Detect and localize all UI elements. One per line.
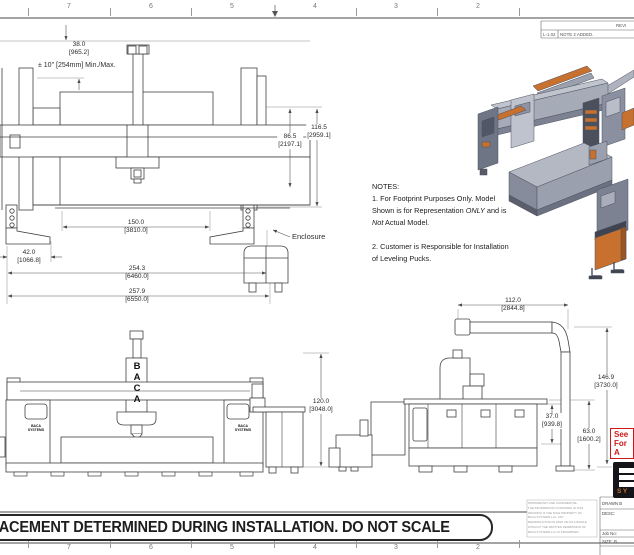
dim-86-5: 86.5[2197.1] bbox=[277, 133, 303, 149]
dim-112: 112.0[2844.8] bbox=[501, 297, 525, 312]
dim-37: 37.0[939.8] bbox=[541, 413, 563, 429]
ruler-label: 7 bbox=[67, 3, 71, 10]
revision-note: NOTE 2 ADDED. bbox=[560, 31, 594, 37]
side-view-drawing bbox=[328, 303, 612, 473]
dim-42: 42.0[1066.8] bbox=[17, 249, 41, 264]
titleblock-size: SIZE: B bbox=[602, 539, 617, 544]
ruler-label: 6 bbox=[149, 3, 153, 10]
note-1-line-3: Not Actual Model. bbox=[372, 218, 430, 227]
dim-150: 150.0[3810.0] bbox=[124, 219, 148, 234]
front-elevation-drawing bbox=[0, 330, 329, 477]
ruler-label: 5 bbox=[230, 544, 234, 551]
dim-120: 120.0[3048.0] bbox=[308, 398, 334, 414]
logo-bar bbox=[619, 468, 634, 473]
logo-subtext: SY bbox=[617, 488, 629, 495]
ruler-label: 6 bbox=[149, 544, 153, 551]
proprietary-notice: PROPRIETARY AND CONFIDENTIAL.THE INFORMA… bbox=[528, 501, 587, 534]
ruler-label: 3 bbox=[394, 544, 398, 551]
baca-logo: SY bbox=[613, 462, 634, 498]
dim-257-9: 257.9[6550.0] bbox=[125, 288, 149, 303]
ruler-label: 4 bbox=[313, 544, 317, 551]
front-view-drawing bbox=[0, 25, 322, 304]
center-mark-top bbox=[272, 11, 278, 17]
ruler-label: 2 bbox=[476, 3, 480, 10]
note-2-line-2: of Leveling Pucks. bbox=[372, 254, 432, 263]
note-2-line-1: 2. Customer is Responsible for Installat… bbox=[372, 242, 509, 251]
dim-38: 38.0[965.2] bbox=[69, 41, 89, 56]
titleblock-job: Job No: bbox=[602, 531, 617, 536]
revision-header: REVI bbox=[616, 22, 627, 28]
revision-block-lines bbox=[540, 20, 634, 39]
sheet-border bbox=[0, 17, 634, 544]
ruler-label: 4 bbox=[313, 3, 317, 10]
ruler-label: 7 bbox=[67, 544, 71, 551]
ruler-label: 5 bbox=[230, 3, 234, 10]
baca-column-logo: B A C A bbox=[133, 361, 141, 405]
title-block-lines bbox=[526, 496, 634, 555]
notes-block: NOTES: 1. For Footprint Purposes Only. M… bbox=[372, 181, 530, 265]
ruler-label: 3 bbox=[394, 3, 398, 10]
dim-146-9: 146.9[3730.0] bbox=[593, 374, 619, 390]
enclosure-label: Enclosure bbox=[292, 232, 326, 241]
iso-view bbox=[477, 65, 634, 280]
banner-text: LACEMENT DETERMINED DURING INSTALLATION.… bbox=[0, 518, 450, 536]
dim-116-5: 116.5[2959.1] bbox=[306, 124, 332, 140]
titleblock-desc: DESC: bbox=[602, 511, 616, 516]
note-1-line-2: Shown is for Representation ONLY and is bbox=[372, 206, 507, 215]
logo-bar bbox=[619, 482, 634, 487]
dim-254-3: 254.3[6460.0] bbox=[125, 265, 149, 280]
dim-travel: ± 10" [254mm] Min./Max. bbox=[38, 62, 116, 69]
titleblock-drawn: DRAWN B bbox=[602, 501, 623, 506]
note-1-line-1: 1. For Footprint Purposes Only. Model bbox=[372, 194, 496, 203]
dim-63: 63.0[1600.2] bbox=[576, 428, 602, 444]
notes-title: NOTES: bbox=[372, 182, 400, 191]
ruler-label: 2 bbox=[476, 544, 480, 551]
do-not-scale-banner: LACEMENT DETERMINED DURING INSTALLATION.… bbox=[0, 514, 494, 541]
revision-rev: L-1.02 bbox=[543, 31, 556, 37]
logo-bar bbox=[619, 475, 634, 480]
